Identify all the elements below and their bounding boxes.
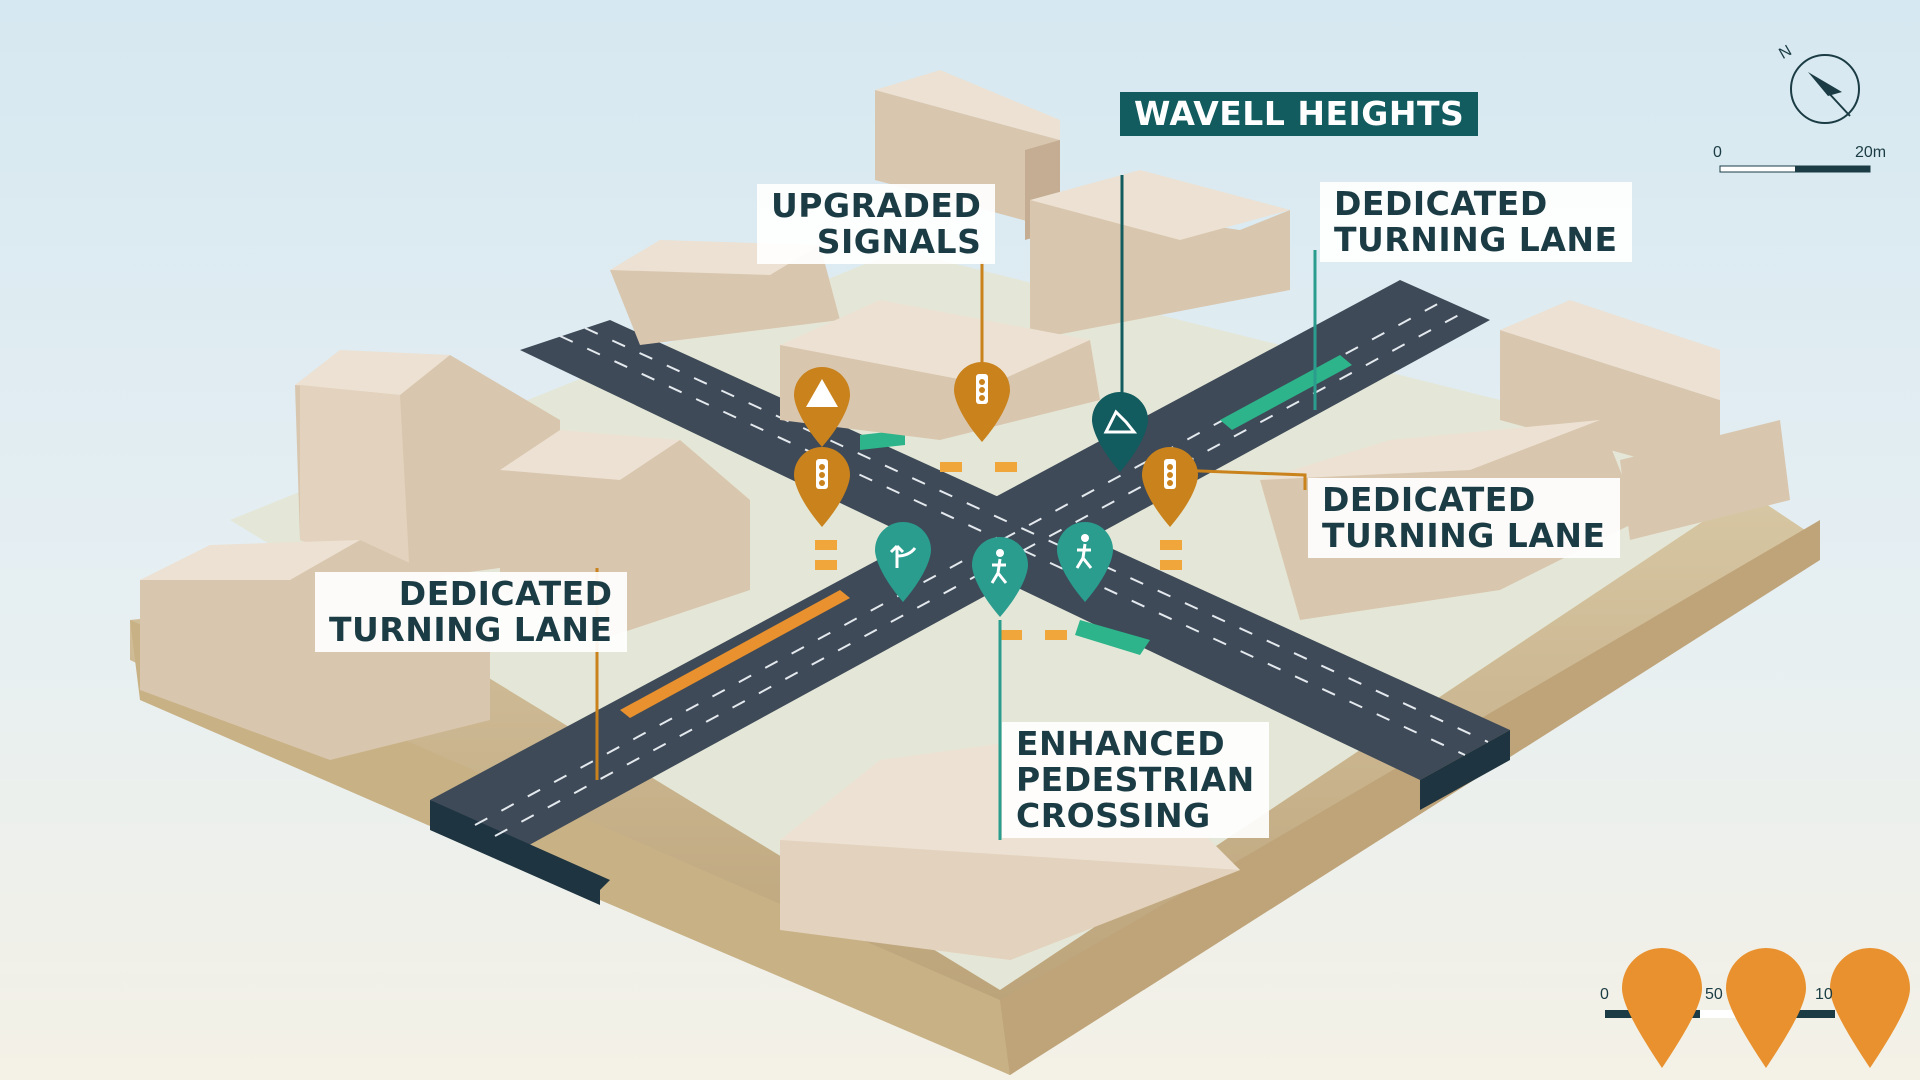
location-pin-icon <box>1622 948 1702 1068</box>
signal-marker-west[interactable] <box>794 447 850 527</box>
compass-icon: N <box>1776 42 1870 134</box>
map-markers <box>794 362 1198 617</box>
signal-marker-north[interactable] <box>954 362 1010 442</box>
callout-line: DEDICATED <box>1322 480 1536 519</box>
scale-bar-bottom <box>1605 1010 1835 1018</box>
callout-line: TURNING LANE <box>1322 516 1606 555</box>
callout-line: ENHANCED <box>1016 724 1226 763</box>
area-title: WAVELL HEIGHTS <box>1134 94 1465 133</box>
callout-turning-lane-ne: DEDICATED TURNING LANE <box>1320 182 1632 262</box>
turn-arrow-icon <box>889 544 917 568</box>
scale-bar-top <box>1719 165 1871 173</box>
scale-top-end: 20m <box>1855 144 1887 161</box>
callout-line: TURNING LANE <box>1334 220 1618 259</box>
location-pin-icon <box>1726 948 1806 1068</box>
callout-leaders <box>595 175 1317 840</box>
heights-marker[interactable] <box>1092 392 1148 472</box>
callout-line: DEDICATED <box>398 574 613 613</box>
callout-upgraded-signals: UPGRADED SIGNALS <box>757 184 996 264</box>
pedestrian-marker-1[interactable] <box>972 537 1028 617</box>
area-title-label: WAVELL HEIGHTS <box>1120 92 1479 136</box>
callout-turning-lane-w: DEDICATED TURNING LANE <box>315 572 627 652</box>
callout-line: SIGNALS <box>816 222 982 261</box>
callout-line: UPGRADED <box>771 186 982 225</box>
pedestrian-icon <box>990 558 1008 584</box>
warning-triangle-icon <box>806 379 838 407</box>
callout-line: DEDICATED <box>1334 184 1548 223</box>
pedestrian-marker-2[interactable] <box>1057 522 1113 602</box>
callout-line: PEDESTRIAN <box>1016 760 1255 799</box>
scale-bottom-mid: 50 <box>1705 986 1723 1003</box>
callout-turning-lane-e: DEDICATED TURNING LANE <box>1308 478 1620 558</box>
callout-pedestrian-crossing: ENHANCED PEDESTRIAN CROSSING <box>1002 722 1269 838</box>
location-pin-icon <box>1830 948 1910 1068</box>
location-pins <box>1622 948 1910 1068</box>
callout-line: CROSSING <box>1016 796 1211 835</box>
scale-bottom-end: 10 <box>1815 986 1833 1003</box>
scale-top-start: 0 <box>1713 144 1722 161</box>
signal-marker-east[interactable] <box>1142 447 1198 527</box>
callout-line: TURNING LANE <box>329 610 613 649</box>
hill-icon <box>1103 409 1138 434</box>
turn-marker[interactable] <box>875 522 931 602</box>
pedestrian-icon <box>1075 543 1093 569</box>
scale-bottom-start: 0 <box>1600 986 1609 1003</box>
warning-marker[interactable] <box>794 367 850 447</box>
